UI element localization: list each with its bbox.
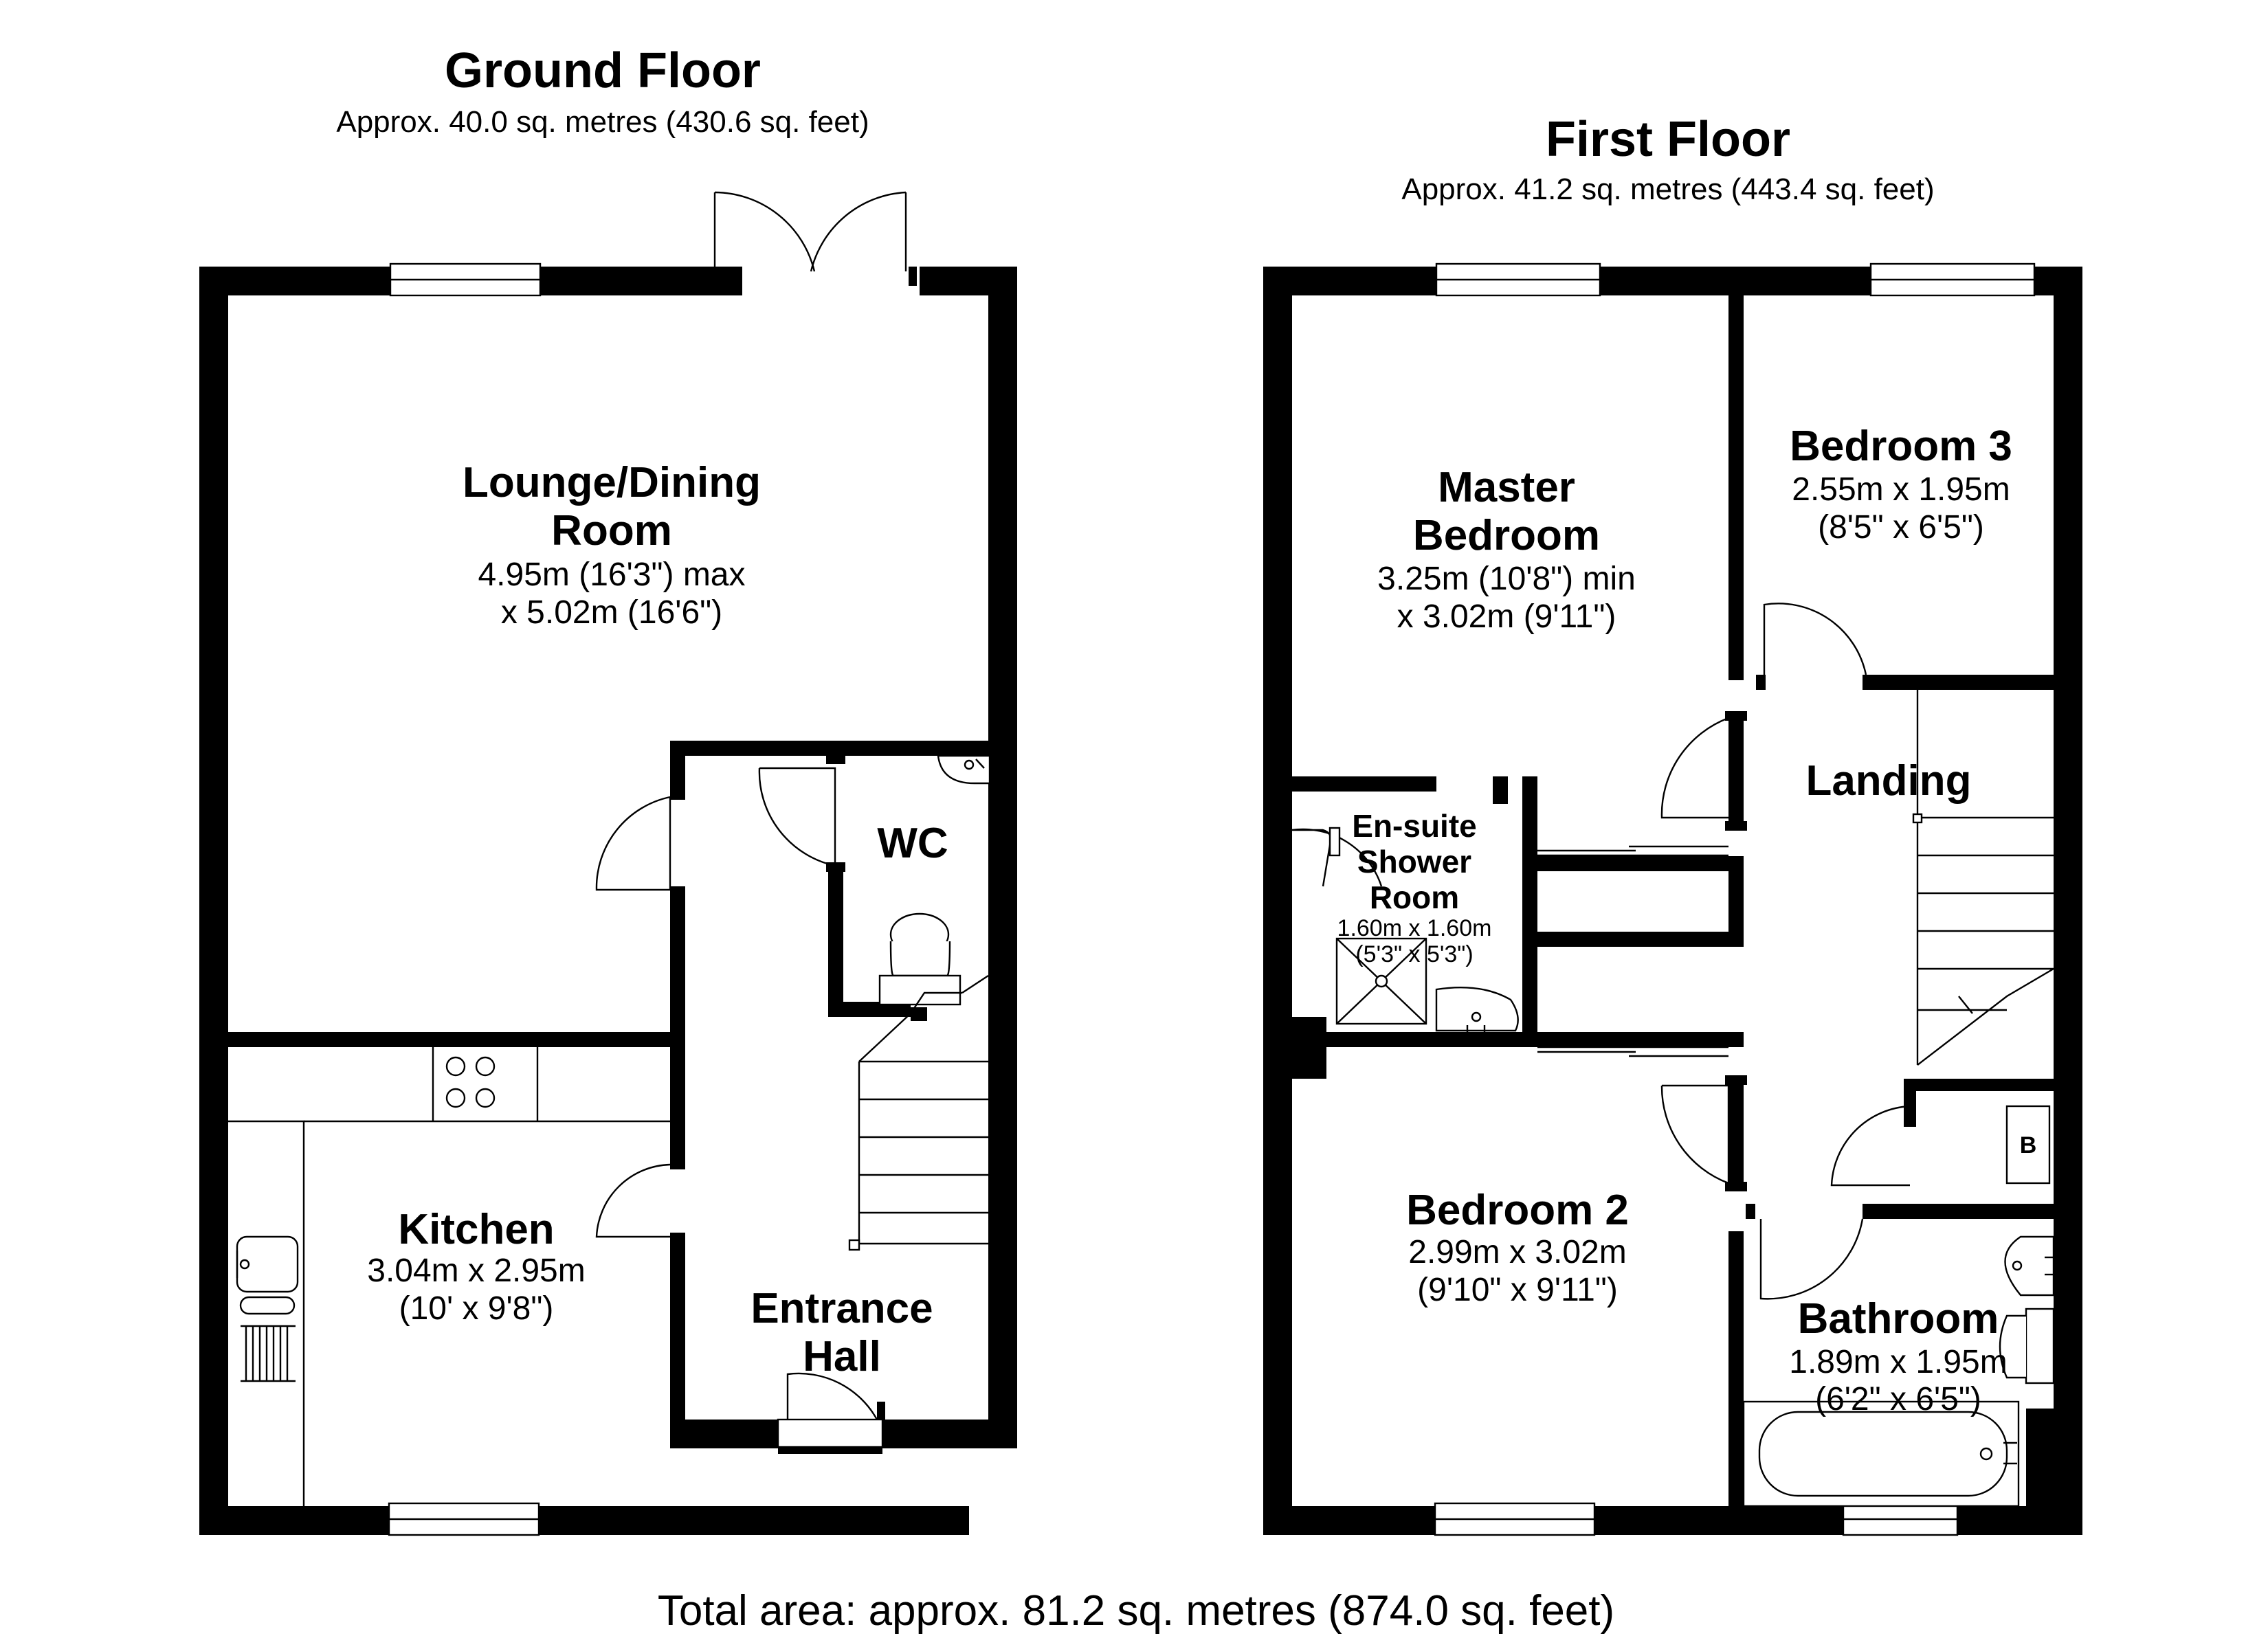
boiler-cupboard-door	[1830, 1105, 1911, 1187]
front-door	[777, 1372, 885, 1454]
ground-floor-outer-walls	[199, 267, 1017, 1535]
master-bedroom-dimensions-line2: x 3.02m (9'11")	[1397, 598, 1616, 635]
bathroom-name: Bathroom	[1798, 1295, 1999, 1343]
entrance-hall-name-line1: Entrance	[751, 1285, 933, 1332]
total-area: Total area: approx. 81.2 sq. metres (874…	[658, 1587, 1614, 1635]
bedroom2-door	[1660, 1075, 1747, 1191]
bedroom2-dimensions-line2: (9'10" x 9'11")	[1417, 1272, 1618, 1308]
master-bedroom-dimensions-line1: 3.25m (10'8") min	[1377, 561, 1636, 597]
ensuite-dimensions-line1: 1.60m x 1.60m	[1337, 915, 1492, 941]
first-floor-plan: First Floor Approx. 41.2 sq. metres (443…	[1263, 112, 2082, 1536]
boiler-cupboard-label: B	[2020, 1132, 2037, 1158]
wc-toilet	[878, 912, 961, 1006]
ground-floor-area: Approx. 40.0 sq. metres (430.6 sq. feet)	[336, 105, 869, 139]
bathroom-toilet	[1999, 1308, 2055, 1384]
french-doors	[700, 191, 917, 286]
first-floor-area: Approx. 41.2 sq. metres (443.4 sq. feet)	[1401, 172, 1934, 206]
lounge-door	[595, 790, 685, 896]
boiler-cupboard	[2005, 1105, 2051, 1185]
ensuite-dimensions-line2: (5'3" x 5'3")	[1355, 941, 1473, 967]
kitchen-door	[595, 1160, 685, 1242]
first-floor-title: First Floor	[1546, 112, 1790, 167]
ground-floor-internal-walls	[199, 741, 1017, 1448]
lounge-dimensions-line1: 4.95m (16'3") max	[478, 557, 745, 593]
bedroom3-dimensions-line2: (8'5" x 6'5")	[1818, 509, 1984, 546]
bathroom-dimensions-line2: (6'2" x 6'5")	[1815, 1381, 1981, 1417]
kitchen-dimensions-line2: (10' x 9'8")	[399, 1290, 554, 1327]
ensuite-name-line1: En-suite	[1352, 808, 1476, 844]
kitchen-name: Kitchen	[398, 1206, 554, 1253]
kitchen-sink	[236, 1235, 299, 1382]
ensuite-door	[1291, 776, 1508, 887]
bathroom-dimensions-line1: 1.89m x 1.95m	[1789, 1344, 2007, 1380]
master-bedroom-wardrobe	[1537, 845, 1728, 857]
kitchen-drainer	[241, 1325, 296, 1382]
ground-floor-plan: Ground Floor Approx. 40.0 sq. metres (43…	[199, 43, 1017, 1536]
ensuite-name-line2: Shower	[1357, 844, 1471, 879]
wc-basin	[937, 754, 991, 785]
ground-floor-stairs	[848, 974, 989, 1251]
bedroom2-name: Bedroom 2	[1406, 1187, 1629, 1234]
first-floor-stairs	[1912, 690, 2054, 1066]
bedroom3-name: Bedroom 3	[1790, 423, 2012, 470]
wc-name: WC	[877, 820, 948, 867]
entrance-hall-name-line2: Hall	[803, 1333, 881, 1380]
bathroom-door	[1746, 1204, 1872, 1300]
master-bedroom-name-line1: Master	[1438, 464, 1575, 511]
bathroom-bath	[1742, 1400, 2020, 1507]
bedroom2-wardrobe	[1537, 1046, 1728, 1057]
bedroom3-dimensions-line1: 2.55m x 1.95m	[1792, 471, 2010, 508]
first-floor-internal-walls	[1292, 295, 2069, 1506]
ensuite-basin	[1435, 986, 1519, 1034]
lounge-name-line2: Room	[551, 507, 672, 554]
ensuite-name-line3: Room	[1370, 879, 1459, 915]
lounge-dimensions-line2: x 5.02m (16'6")	[501, 594, 722, 631]
landing-name: Landing	[1805, 757, 1971, 805]
bathroom-basin	[2004, 1235, 2055, 1297]
kitchen-worktops	[228, 1047, 670, 1506]
master-bedroom-name-line2: Bedroom	[1413, 512, 1600, 559]
lounge-name-line1: Lounge/Dining	[463, 459, 761, 506]
kitchen-dimensions-line1: 3.04m x 2.95m	[367, 1253, 585, 1289]
bedroom2-dimensions-line1: 2.99m x 3.02m	[1408, 1234, 1626, 1270]
ensuite-shower-tray	[1335, 937, 1427, 1025]
wc-door	[758, 754, 845, 872]
master-bedroom-door	[1660, 711, 1747, 831]
kitchen-hob	[445, 1056, 496, 1108]
ground-floor-title: Ground Floor	[445, 43, 761, 98]
bedroom3-door	[1756, 603, 1872, 690]
